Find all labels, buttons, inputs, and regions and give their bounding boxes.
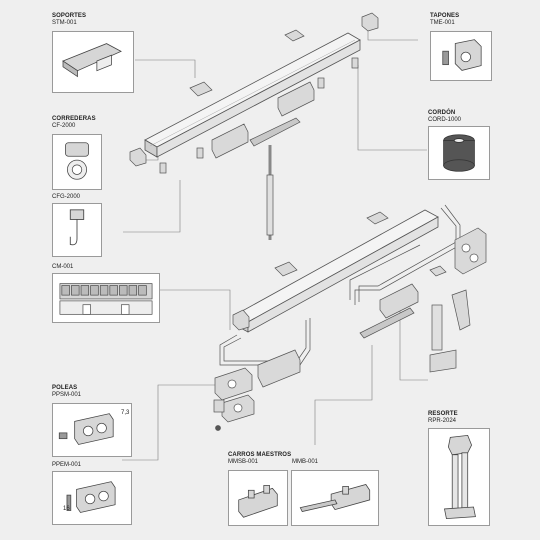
resorte-label: RESORTE RPR-2024: [428, 411, 458, 425]
runner-3: [317, 77, 325, 89]
soportes-code: STM-001: [52, 20, 77, 26]
cordon-title: CORDÓN: [428, 110, 456, 116]
runner-4: [351, 57, 359, 69]
poleas-dim: 7,3: [121, 410, 130, 416]
correderas-thumb: [52, 134, 102, 190]
mmsb-thumb: [228, 470, 288, 526]
runner-2: [196, 147, 204, 159]
leader-cm: [160, 289, 231, 330]
carros-code-2: MMB-001: [292, 459, 319, 465]
leader-soportes: [135, 59, 196, 78]
soportes-label: SOPORTES STM-001: [52, 13, 86, 27]
resorte-code: RPR-2024: [428, 418, 457, 424]
correderas-title: CORREDERAS: [52, 116, 96, 122]
bracket-lower-2: [274, 261, 298, 277]
leader-cfg: [123, 180, 181, 233]
bracket-top-1: [284, 29, 305, 42]
leader-cordon: [357, 65, 427, 151]
master-carrier-lower: [379, 283, 419, 319]
ppem-thumb: 16: [52, 471, 132, 525]
cordon-label: CORDÓN CORD-1000: [428, 110, 461, 124]
cfg-code: CFG-2000: [52, 194, 81, 200]
poleas-thumb: 7,3: [52, 403, 132, 457]
carros-title: CARROS MAESTROS: [228, 452, 292, 458]
cordon-code: CORD-1000: [428, 117, 462, 123]
leader-carros: [314, 345, 373, 445]
leader-tapones: [367, 30, 418, 41]
master-carrier-top: [211, 123, 249, 159]
master-carrier-top-2: [277, 81, 315, 117]
cfg-label: CFG-2000: [52, 194, 80, 201]
tapones-thumb: [430, 31, 492, 81]
cm-label: CM-001: [52, 264, 73, 271]
leader-poleas: [122, 384, 220, 461]
tapones-label: TAPONES TME-001: [430, 13, 459, 27]
resorte-title: RESORTE: [428, 411, 458, 417]
bracket-lower-1: [366, 211, 389, 225]
lower-rail: [234, 209, 439, 333]
cm-code: CM-001: [52, 264, 74, 270]
tapones-code: TME-001: [430, 20, 455, 26]
end-cap-left: [129, 147, 147, 167]
soportes-title: SOPORTES: [52, 13, 87, 19]
tapones-title: TAPONES: [430, 13, 460, 19]
arm-lower: [359, 307, 415, 339]
resorte-thumb: [428, 428, 490, 526]
poleas-title: POLEAS: [52, 385, 78, 391]
carros-code-2-label: MMB-001: [292, 459, 318, 466]
end-cap-top: [361, 12, 379, 32]
runners-lower: [257, 349, 301, 388]
ppem-dim: 16: [63, 506, 70, 512]
poleas-code: PPSM-001: [52, 392, 82, 398]
carros-label: CARROS MAESTROS MMSB-001: [228, 452, 291, 466]
cm-thumb: [52, 273, 160, 323]
ppem-code: PPEM-001: [52, 462, 82, 468]
correderas-label: CORREDERAS CF-2000: [52, 116, 96, 130]
top-rail-parts: [129, 12, 379, 240]
bracket-top-2: [189, 81, 213, 97]
soportes-thumb: [52, 31, 134, 93]
carros-code-1: MMSB-001: [228, 459, 259, 465]
leader-resorte: [399, 300, 428, 381]
mmb-thumb: [291, 470, 379, 526]
cfg-thumb: [52, 203, 102, 257]
pulley-box-right: [454, 227, 487, 275]
ppem-label: PPEM-001: [52, 462, 81, 469]
correderas-code: CF-2000: [52, 123, 76, 129]
top-rail: [144, 32, 361, 158]
runner-1: [159, 162, 167, 174]
tensioner-right: [451, 289, 471, 331]
lower-rail-parts: [213, 211, 487, 431]
cordon-thumb: [428, 126, 490, 180]
poleas-label: POLEAS PPSM-001: [52, 385, 81, 399]
arm-top: [249, 117, 301, 147]
end-cap-lower: [232, 309, 250, 331]
